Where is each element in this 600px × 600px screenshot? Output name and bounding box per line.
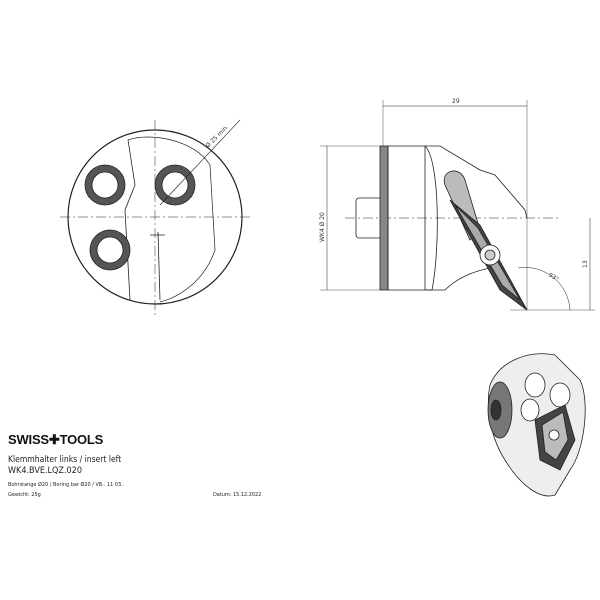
brand-logo: SWISS✚TOOLS bbox=[8, 432, 104, 447]
front-diameter-label: Ø 25 min. bbox=[204, 124, 230, 150]
length-dimension: 29 bbox=[452, 98, 460, 105]
part-weight: Gewicht: 25g bbox=[8, 492, 41, 498]
isometric-view bbox=[487, 353, 586, 497]
part-description: Bohrstange Ø20 / Boring bar Ø20 / VB.. 1… bbox=[8, 482, 125, 488]
drawing-date: Datum: 15.12.2022 bbox=[213, 492, 262, 498]
side-view: 29 WK4 Ø 20 13 93° bbox=[319, 98, 595, 311]
angle-dimension: 93° bbox=[547, 272, 560, 283]
height-dimension: 13 bbox=[582, 260, 589, 268]
part-number: WK4.BVE.LQZ.020 bbox=[8, 466, 82, 476]
shank-dimension: WK4 Ø 20 bbox=[319, 212, 326, 242]
drawing-title: Klemmhalter links / insert left bbox=[8, 455, 122, 465]
front-view: Ø 25 min. bbox=[60, 119, 250, 315]
